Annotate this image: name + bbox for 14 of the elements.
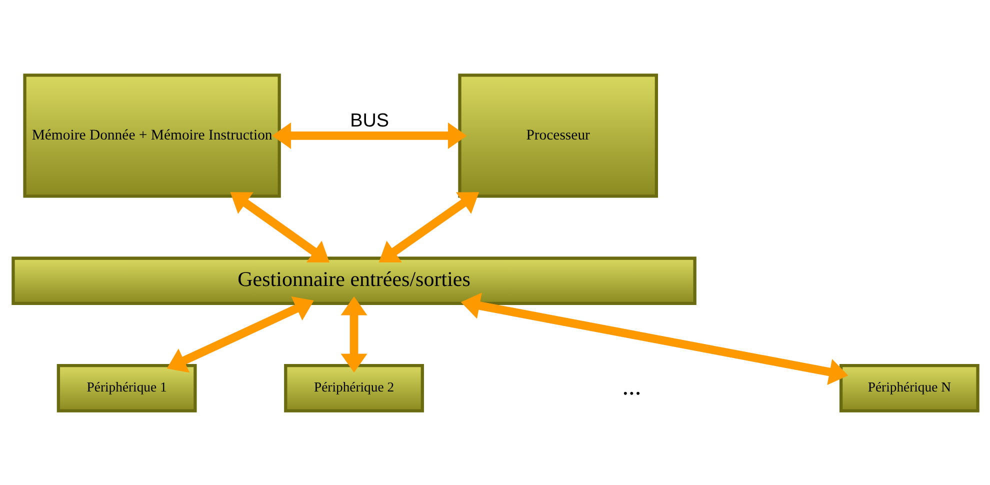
arrow bbox=[230, 192, 330, 262]
node-box: Périphérique 2 bbox=[284, 363, 424, 412]
node-box: Périphérique N bbox=[838, 363, 979, 412]
node-box: Périphérique 1 bbox=[56, 363, 196, 412]
arrow bbox=[460, 292, 848, 384]
node-box: Gestionnaire entrées/sorties bbox=[11, 256, 696, 305]
node-box: Processeur bbox=[458, 73, 658, 198]
arrow bbox=[378, 192, 479, 262]
edge-label: BUS bbox=[350, 110, 388, 132]
arrow bbox=[340, 296, 367, 372]
label: ... bbox=[622, 373, 641, 400]
node-box: Mémoire Donnée + Mémoire Instruction bbox=[22, 73, 280, 198]
arrow bbox=[272, 122, 466, 148]
arrow bbox=[166, 296, 314, 372]
